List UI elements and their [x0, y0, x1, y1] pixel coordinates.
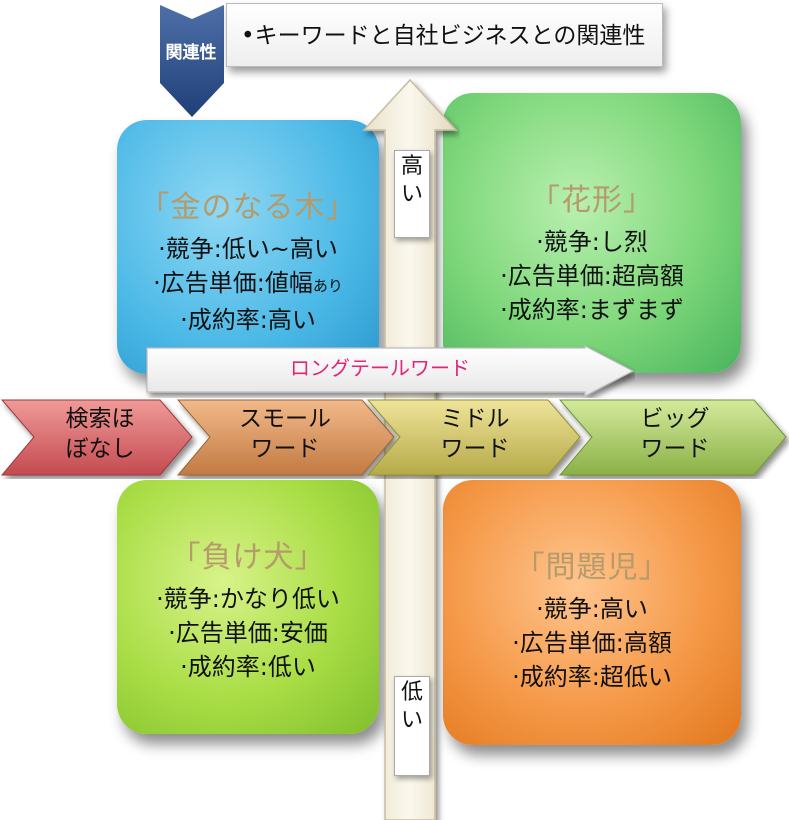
quadrant-cash-cow: 「金のなる木」 ·競争:低い~高い ·広告単価:値幅あり ·成約率:高い: [117, 120, 379, 374]
quadrant-title: 「花形」: [530, 183, 654, 218]
keyword-scale-chevrons: [0, 399, 787, 476]
chevron-big-word: [558, 399, 787, 476]
chevron-line: ワード: [440, 436, 510, 462]
long-tail-label: ロングテールワード: [290, 356, 470, 380]
header-chevron: [160, 5, 224, 117]
quadrant-line: ·広告単価:値幅あり: [153, 269, 343, 297]
chevron-line: ワード: [640, 436, 710, 462]
chevron-middle-word: [366, 399, 581, 476]
chevron-line: ワード: [250, 436, 320, 462]
chevron-label-big: ビッグ ワード: [600, 404, 750, 464]
quadrant-line: ·広告単価:安価: [168, 619, 328, 647]
axis-label-char: 低: [400, 680, 423, 705]
axis-label-char: 高: [400, 154, 423, 179]
quadrant-line: ·成約率:高い: [180, 306, 316, 334]
header-box: •キーワードと自社ビジネスとの関連性: [226, 3, 663, 67]
header-bullet: •: [241, 23, 255, 49]
quadrant-line: ·競争:かなり低い: [156, 585, 340, 613]
quadrant-line: ·広告単価:超高額: [500, 262, 684, 290]
quadrant-line: ·広告単価:高額: [512, 629, 672, 657]
chevron-label-small: スモール ワード: [210, 404, 360, 464]
header-tag: 関連性: [165, 43, 217, 63]
chevron-line: ミドル: [440, 406, 510, 432]
axis-label-char: い: [400, 182, 423, 207]
quadrant-question-mark: 「問題児」 ·競争:高い ·広告単価:高額 ·成約率:超低い: [443, 480, 741, 745]
chevron-line: スモール: [239, 406, 331, 432]
chevron-label-middle: ミドル ワード: [405, 404, 545, 464]
quadrant-star: 「花形」 ·競争:し烈 ·広告単価:超高額 ·成約率:まずまず: [443, 93, 741, 373]
chevron-line: 検索ほ: [65, 406, 135, 432]
chevron-label-no-search: 検索ほ ぼなし: [40, 404, 160, 464]
quadrant-line-suffix: あり: [312, 277, 343, 295]
quadrant-line: ·成約率:低い: [180, 653, 316, 681]
quadrant-line: ·成約率:まずまず: [500, 296, 684, 324]
quadrant-line: ·競争:し烈: [536, 228, 648, 256]
quadrant-line: ·成約率:超低い: [512, 663, 672, 691]
axis-label-high: 高 い: [394, 150, 430, 238]
quadrant-dog: 「負け犬」 ·競争:かなり低い ·広告単価:安価 ·成約率:低い: [117, 480, 379, 734]
chevron-small-word: [176, 399, 395, 476]
axis-label-char: い: [400, 708, 423, 733]
quadrant-title: 「金のなる木」: [139, 190, 357, 225]
quadrant-title: 「問題児」: [514, 550, 670, 585]
long-tail-arrow: [146, 345, 635, 397]
quadrant-title: 「負け犬」: [170, 540, 326, 575]
header-text: キーワードと自社ビジネスとの関連性: [254, 23, 646, 49]
chevron-no-search: [0, 399, 193, 476]
chevron-line: ぼなし: [65, 436, 135, 462]
quadrant-line: ·競争:低い~高い: [158, 235, 338, 263]
chevron-line: ビッグ: [640, 406, 710, 432]
quadrant-line: ·競争:高い: [536, 595, 648, 623]
axis-label-low: 低 い: [394, 676, 430, 776]
